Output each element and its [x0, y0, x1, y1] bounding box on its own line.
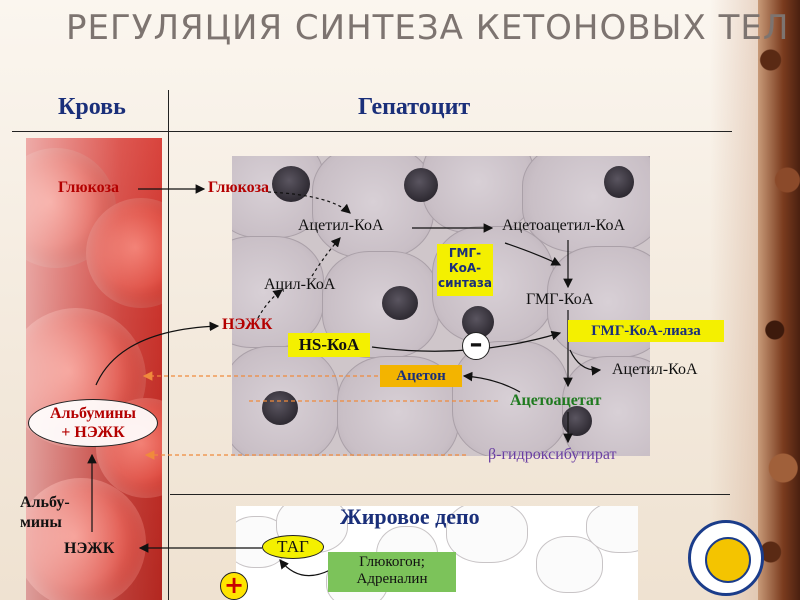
arrow-glucagon-to-tag	[279, 559, 331, 577]
logo-emblem-icon	[705, 537, 751, 583]
acetone-box: Ацетон	[380, 365, 462, 387]
right-edge-texture	[758, 0, 800, 600]
glucose-blood-label: Глюкоза	[58, 179, 120, 196]
glucagon-adrenaline-box: Глюкогон; Адреналин	[328, 552, 456, 592]
inhibition-minus-sign: –	[462, 329, 490, 360]
fat-depot-divider	[170, 494, 730, 495]
hmg-synthase-line3: синтаза	[438, 276, 492, 290]
albumin-line1: Альбумины	[50, 405, 136, 422]
glucagon-line1: Глюкогон;	[359, 554, 425, 570]
hmg-coa-synthase-box: ГМГ- КоА- синтаза	[437, 244, 493, 296]
acetoacetate-label: Ацетоацетат	[510, 392, 602, 409]
nezhk-blood-label: НЭЖК	[64, 540, 115, 557]
beta-hydroxybutyrate-label: β-гидроксибутират	[488, 446, 617, 463]
acetyl-coa-2-label: Ацетил-КоА	[612, 361, 698, 378]
header-blood: Кровь	[58, 94, 126, 120]
header-hepatocyte: Гепатоцит	[358, 94, 471, 120]
acetyl-coa-label: Ацетил-КоА	[298, 217, 384, 234]
header-divider	[12, 131, 732, 132]
arrow-nezhk-to-acylcoa	[257, 289, 283, 319]
arrow-acetylcoa-to-hmgcoa	[504, 242, 562, 266]
arrow-lyase-to-acetylcoa	[569, 349, 602, 376]
slide-title: РЕГУЛЯЦИЯ СИНТЕЗА КЕТОНОВЫХ ТЕЛ	[66, 8, 790, 48]
activation-plus-sign: +	[220, 572, 248, 600]
hs-coa-box: HS-КоА	[288, 333, 370, 357]
hepatocyte-image	[232, 156, 650, 456]
hmg-coa-lyase-box: ГМГ-КоА-лиаза	[568, 320, 724, 342]
arrow-glucose-to-acetylcoa	[267, 191, 351, 214]
hmg-synthase-line2: КоА-	[448, 261, 482, 275]
acyl-coa-label: Ацил-КоА	[264, 276, 336, 293]
glucose-hepatocyte-label: Глюкоза	[208, 179, 270, 196]
column-divider	[168, 90, 169, 600]
university-logo	[688, 520, 764, 596]
hmg-coa-label: ГМГ-КоА	[526, 291, 594, 308]
arrow-albumin-to-nezhk	[95, 321, 220, 386]
fat-depot-label: Жировое депо	[340, 504, 480, 529]
albu-label-line1: Альбу-	[20, 494, 70, 511]
nezhk-hepatocyte-label: НЭЖК	[222, 316, 273, 333]
right-edge-fade	[710, 0, 760, 600]
minus-glyph: –	[469, 329, 483, 359]
hmg-synthase-line1: ГМГ-	[448, 246, 482, 260]
plus-glyph: +	[223, 571, 245, 599]
acetoacetyl-coa-label: Ацетоацетил-КоА	[502, 217, 626, 234]
blood-image-fade	[26, 138, 162, 600]
arrow-acylcoa-to-acetylcoa	[311, 237, 341, 277]
albumin-line2: + НЭЖК	[61, 424, 125, 441]
glucagon-line2: Адреналин	[356, 571, 428, 587]
tag-oval: ТАГ	[262, 535, 324, 559]
arrow-acetoacetate-to-acetone	[462, 371, 521, 393]
albumin-nezhk-oval: Альбумины + НЭЖК	[28, 399, 158, 447]
albu-label-line2: мины	[20, 514, 62, 531]
